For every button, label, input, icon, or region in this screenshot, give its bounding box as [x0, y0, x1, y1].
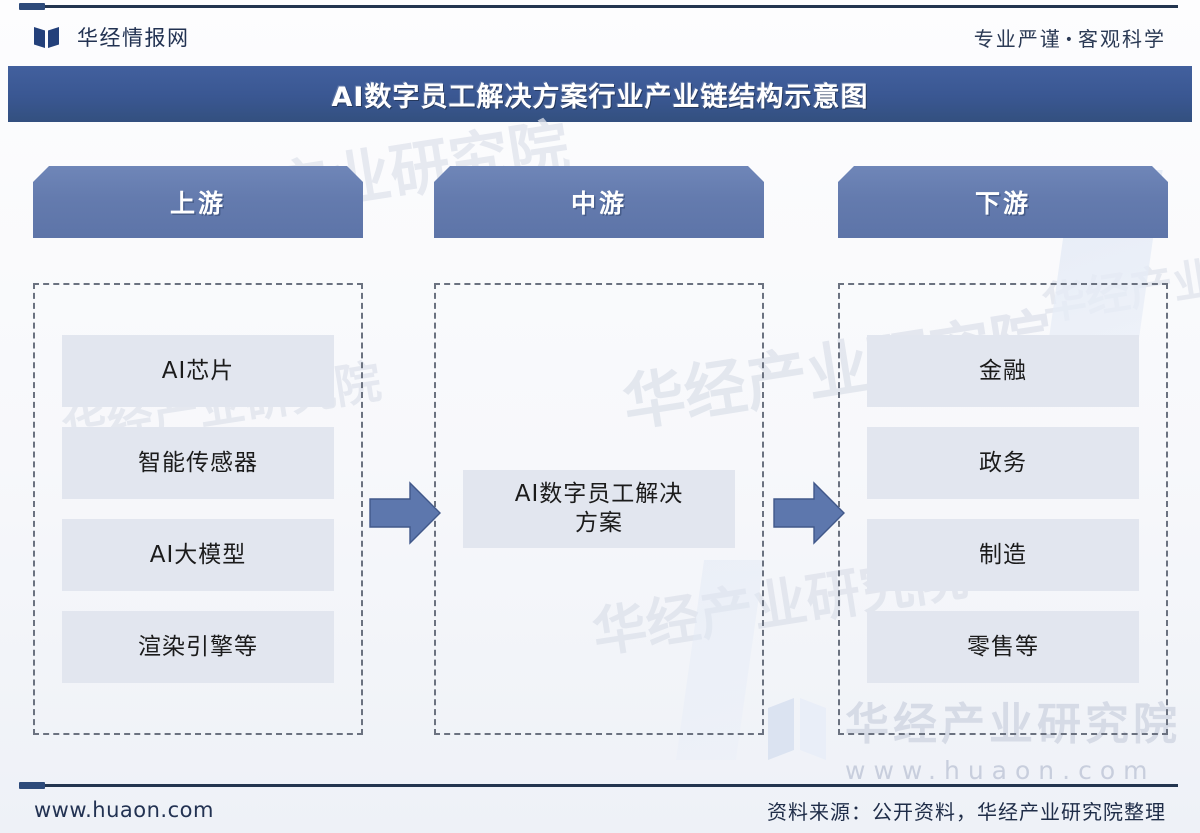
node-upstream-2[interactable]: 智能传感器 — [62, 427, 334, 499]
footer-url[interactable]: www.huaon.com — [34, 798, 214, 822]
node-midstream-1[interactable]: AI数字员工解决 方案 — [463, 470, 735, 548]
stage-column-midstream: AI数字员工解决 方案 — [434, 283, 764, 735]
stage-banner-midstream[interactable]: 中游 — [434, 166, 764, 238]
header-tagline: 专业严谨•客观科学 — [974, 23, 1166, 52]
title-band: AI数字员工解决方案行业产业链结构示意图 — [8, 66, 1192, 122]
arrow-right-icon — [368, 477, 442, 549]
tagline-dot: • — [1064, 32, 1075, 48]
stage-banner-downstream[interactable]: 下游 — [838, 166, 1168, 238]
header-top-rule — [19, 3, 1178, 10]
footer-source: 资料来源：公开资料，华经产业研究院整理 — [767, 799, 1166, 824]
node-downstream-2[interactable]: 政务 — [867, 427, 1139, 499]
footer-rule — [19, 782, 1178, 789]
node-downstream-1[interactable]: 金融 — [867, 335, 1139, 407]
page-footer: www.huaon.com 资料来源：公开资料，华经产业研究院整理 — [0, 787, 1200, 833]
tagline-left: 专业严谨 — [973, 26, 1062, 51]
stage-banner-label: 上游 — [169, 189, 226, 218]
stage-banner-label: 下游 — [974, 189, 1031, 218]
node-upstream-1[interactable]: AI芯片 — [62, 335, 334, 407]
node-downstream-3[interactable]: 制造 — [867, 519, 1139, 591]
node-upstream-4[interactable]: 渲染引擎等 — [62, 611, 334, 683]
node-upstream-3[interactable]: AI大模型 — [62, 519, 334, 591]
brand-name: 华经情报网 — [77, 26, 190, 50]
stage-banner-upstream[interactable]: 上游 — [33, 166, 363, 238]
stage-column-downstream: 金融 政务 制造 零售等 — [838, 283, 1168, 735]
page-title: AI数字员工解决方案行业产业链结构示意图 — [331, 81, 869, 113]
stage-column-upstream: AI芯片 智能传感器 AI大模型 渲染引擎等 — [33, 283, 363, 735]
stage-banner-label: 中游 — [570, 189, 627, 218]
arrow-right-icon — [772, 477, 846, 549]
watermark-logo-site: www.huaon.com — [845, 756, 1156, 785]
page-header: 华经情报网 专业严谨•客观科学 — [0, 8, 1200, 66]
brand: 华经情报网 — [34, 22, 190, 52]
node-downstream-4[interactable]: 零售等 — [867, 611, 1139, 683]
tagline-right: 客观科学 — [1078, 26, 1166, 51]
huaon-book-mark-icon — [34, 25, 64, 50]
watermark-corner-icon — [768, 690, 840, 773]
